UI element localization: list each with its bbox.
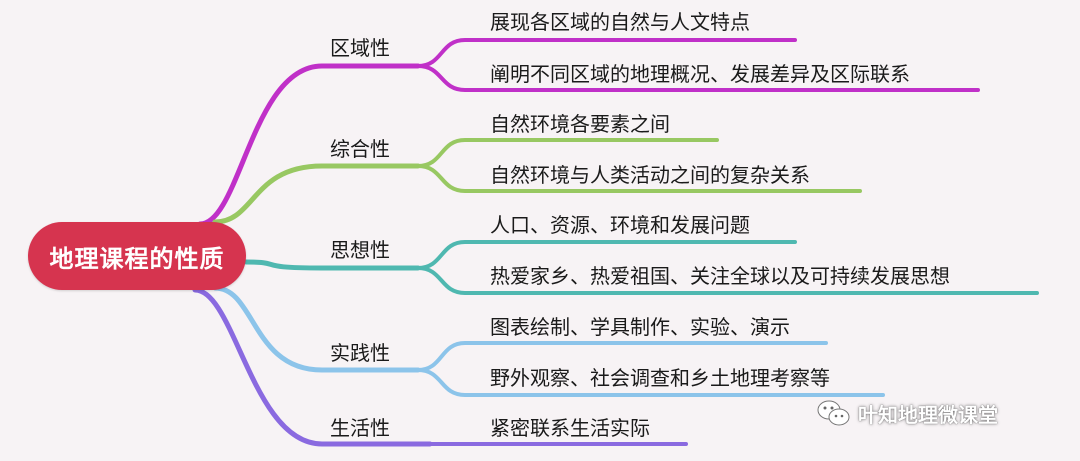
branch-connector bbox=[197, 63, 421, 227]
branch-label-regional: 区域性 bbox=[330, 36, 390, 60]
root-label: 地理课程的性质 bbox=[49, 244, 225, 273]
leaf-connector bbox=[416, 64, 980, 92]
branch-label-ideological: 思想性 bbox=[330, 238, 390, 262]
leaf-label: 野外观察、社会调查和乡土地理考察等 bbox=[490, 366, 830, 390]
branch-connector bbox=[212, 285, 421, 373]
branch-connector bbox=[243, 259, 421, 271]
leaf-connector bbox=[416, 164, 862, 193]
leaf-label: 紧密联系生活实际 bbox=[490, 416, 650, 440]
branch-label-practical: 实践性 bbox=[330, 341, 390, 365]
leaf-label: 热爱家乡、热爱祖国、关注全球以及可持续发展思想 bbox=[490, 264, 950, 288]
watermark: 叶知地理微课堂 bbox=[816, 398, 998, 428]
leaf-label: 阐明不同区域的地理概况、发展差异及区际联系 bbox=[490, 62, 910, 86]
branch-connector bbox=[192, 287, 433, 447]
wechat-icon bbox=[817, 400, 850, 426]
leaf-label: 展现各区域的自然与人文特点 bbox=[490, 10, 750, 34]
leaf-label: 人口、资源、环境和发展问题 bbox=[490, 213, 750, 237]
leaf-label: 自然环境与人类活动之间的复杂关系 bbox=[490, 163, 810, 187]
leaf-label: 自然环境各要素之间 bbox=[490, 112, 670, 136]
branch-connector bbox=[212, 163, 421, 225]
watermark-text: 叶知地理微课堂 bbox=[858, 402, 998, 427]
leaf-connector bbox=[416, 266, 1039, 295]
branch-label-everyday: 生活性 bbox=[330, 416, 390, 440]
root-node: 地理课程的性质 bbox=[28, 222, 246, 290]
leaf-connector bbox=[416, 368, 885, 397]
branch-label-comprehensive: 综合性 bbox=[330, 137, 390, 161]
leaf-label: 图表绘制、学具制作、实验、演示 bbox=[490, 315, 790, 339]
